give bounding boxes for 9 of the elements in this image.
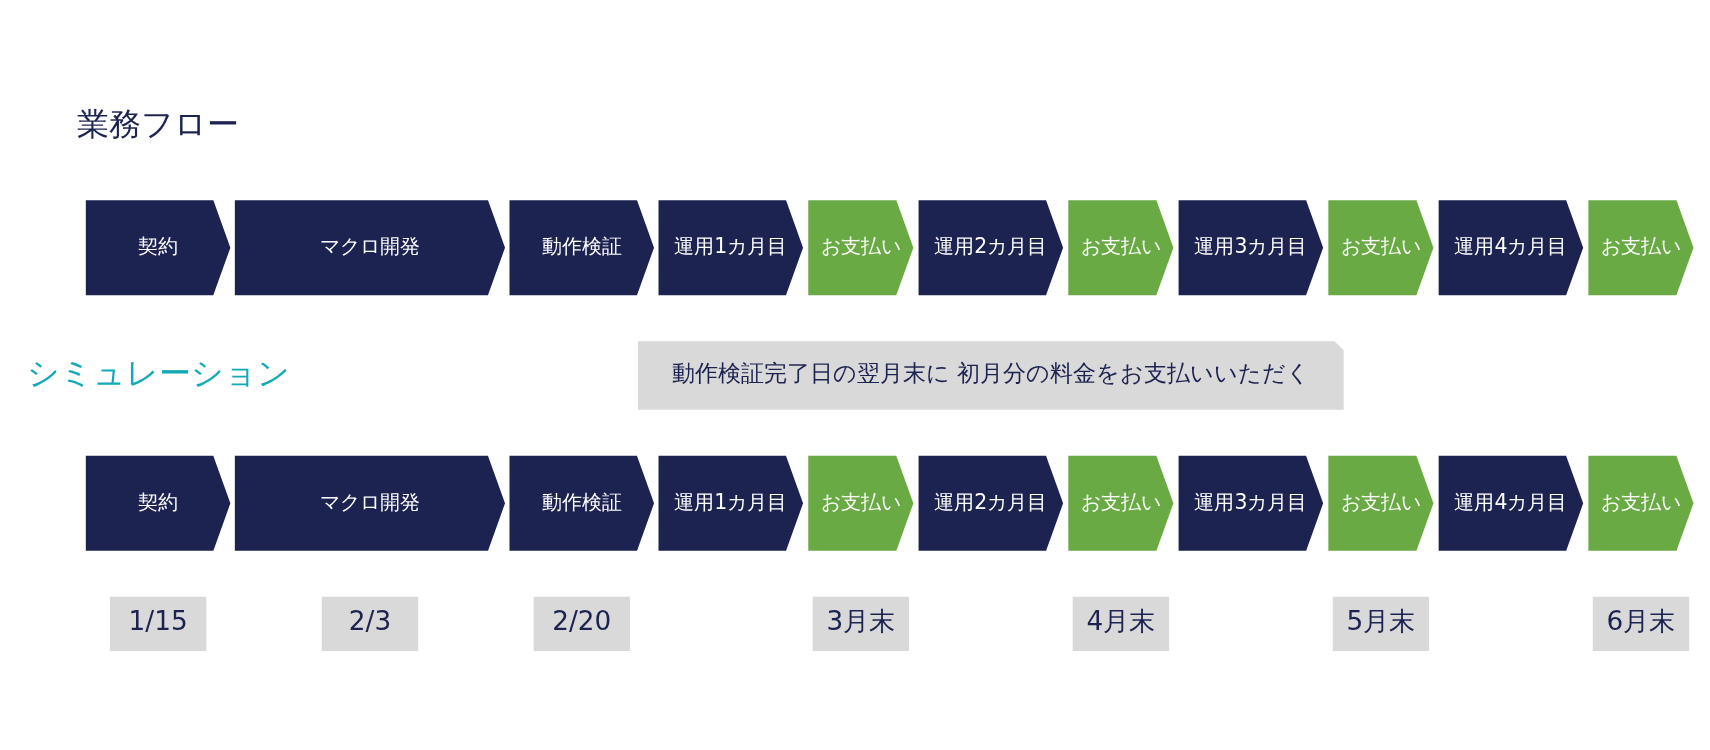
node-box: 1/15: [109, 596, 207, 651]
node-box: 2/20: [533, 596, 630, 651]
node-box: 2/3: [321, 596, 419, 651]
node-box: 5月末: [1332, 596, 1430, 651]
node-box: 3月末: [812, 596, 910, 651]
label: 業務フロー: [77, 104, 240, 143]
node-box: 6月末: [1592, 596, 1690, 651]
node-box: 4月末: [1072, 596, 1170, 651]
label: シミュレーション: [26, 353, 290, 392]
